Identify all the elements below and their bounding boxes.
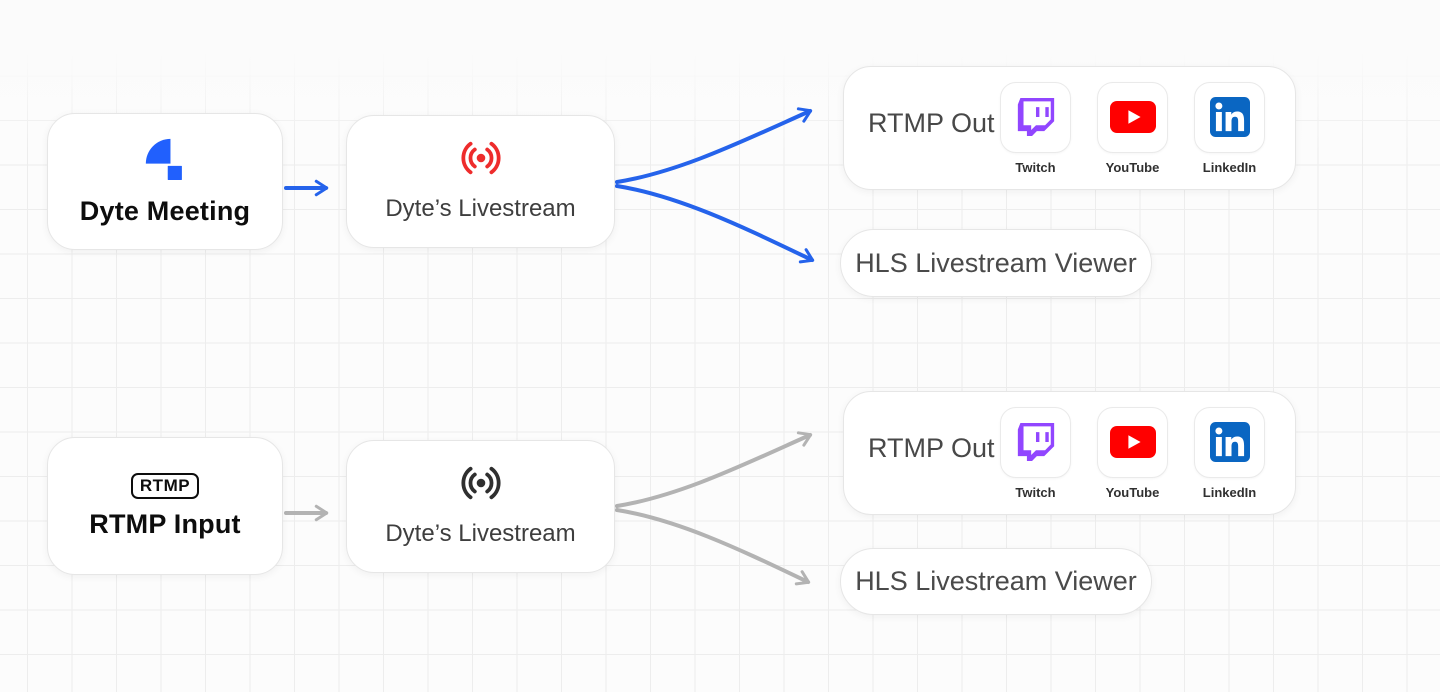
node-rtmp-input: RTMP RTMP Input [47,437,283,575]
twitch-icon [1000,406,1071,478]
platform-linkedin: LinkedIn [1194,406,1265,500]
arrow-livestream-to-rtmp-out-top [615,107,813,184]
platform-label: LinkedIn [1202,159,1257,175]
node-hls-viewer-top: HLS Livestream Viewer [840,229,1152,297]
node-dyte-livestream-top: Dyte’s Livestream [346,115,615,248]
twitch-icon [1000,81,1071,153]
platform-label: LinkedIn [1202,484,1257,500]
node-label: Dyte Meeting [79,195,251,226]
arrow-livestream-to-hls-bottom [615,508,811,586]
platform-label: YouTube [1105,159,1160,175]
node-label: RTMP Out [868,107,995,138]
node-label: Dyte’s Livestream [385,520,576,547]
node-dyte-livestream-bottom: Dyte’s Livestream [346,440,615,573]
arrow-livestream-to-rtmp-out-bottom [615,431,813,508]
platform-label: Twitch [1015,484,1056,500]
platform-row: Twitch YouTube LinkedIn [1000,406,1265,500]
youtube-icon [1097,81,1168,153]
node-label: RTMP Out [868,432,995,463]
dyte-logo-icon [144,137,186,186]
rtmp-badge-icon: RTMP [130,472,200,499]
platform-linkedin: LinkedIn [1194,81,1265,175]
node-label: HLS Livestream Viewer [855,247,1137,278]
arrow-livestream-to-hls-top [615,184,815,264]
node-label: HLS Livestream Viewer [855,566,1137,596]
node-label: RTMP Input [89,508,241,539]
linkedin-icon [1194,81,1265,153]
node-dyte-meeting: Dyte Meeting [47,113,283,250]
platform-label: Twitch [1015,159,1056,175]
live-broadcast-icon [458,465,504,506]
platform-row: Twitch YouTube LinkedIn [1000,81,1265,175]
platform-label: YouTube [1105,484,1160,500]
linkedin-icon [1194,406,1265,478]
node-hls-viewer-bottom: HLS Livestream Viewer [840,548,1152,615]
live-broadcast-icon [458,140,504,181]
node-label: Dyte’s Livestream [385,195,576,222]
node-rtmp-out-top: RTMP Out Twitch YouTube [843,66,1296,190]
platform-twitch: Twitch [1000,81,1071,175]
youtube-icon [1097,406,1168,478]
platform-youtube: YouTube [1097,81,1168,175]
node-rtmp-out-bottom: RTMP Out Twitch YouTube [843,391,1296,515]
platform-twitch: Twitch [1000,406,1071,500]
platform-youtube: YouTube [1097,406,1168,500]
